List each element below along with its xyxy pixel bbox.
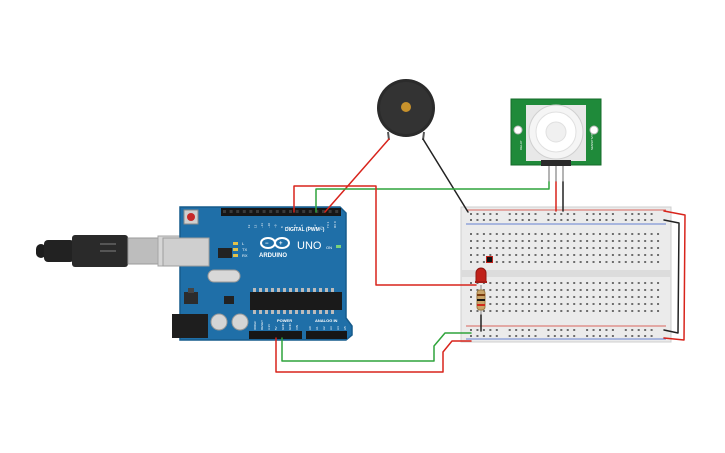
microcontroller-chip bbox=[250, 292, 342, 310]
breadboard bbox=[460, 206, 672, 343]
pin-label: ~6 bbox=[293, 224, 297, 228]
label-digital-pwm: DIGITAL (PWM~) bbox=[285, 227, 325, 233]
pir-sensitivity-label: SENSITIVITY bbox=[590, 132, 594, 150]
label-tx: TX bbox=[242, 247, 247, 252]
wire-rail-black-bridge[interactable] bbox=[663, 219, 680, 334]
wire-buzzer-ground[interactable] bbox=[422, 138, 469, 213]
pir-motion-sensor[interactable]: DELAY SENSITIVITY bbox=[510, 98, 602, 182]
pin-label: 2 bbox=[320, 226, 324, 228]
pin-label: 12 bbox=[254, 224, 258, 228]
buzzer-hole-icon bbox=[401, 102, 411, 112]
pin-label: 13 bbox=[247, 224, 251, 228]
usb-jack bbox=[162, 237, 210, 267]
piezo-buzzer[interactable] bbox=[377, 79, 435, 141]
voltage-regulator bbox=[184, 292, 198, 304]
crystal-oscillator bbox=[207, 269, 241, 283]
wire-buzzer-signal[interactable] bbox=[324, 138, 390, 213]
capacitor bbox=[231, 313, 249, 331]
pin-label: TX 1 bbox=[326, 221, 330, 228]
svg-text:+: + bbox=[279, 241, 283, 247]
pin-label: 7 bbox=[287, 226, 291, 228]
on-led bbox=[336, 245, 341, 248]
l-led bbox=[233, 242, 238, 245]
wire-arduino-gnd[interactable] bbox=[281, 332, 472, 362]
pin-label: A5 bbox=[343, 326, 347, 330]
label-rx: RX bbox=[242, 253, 248, 258]
pin-label: ~9 bbox=[273, 224, 277, 228]
pin-label: 8 bbox=[280, 226, 284, 228]
pin-label: A1 bbox=[315, 326, 319, 330]
pin-label: A2 bbox=[322, 326, 326, 330]
tx-led bbox=[233, 248, 238, 251]
pin-label: 4 bbox=[306, 226, 310, 228]
pin-label: GND bbox=[281, 323, 285, 331]
wire-arduino-5v[interactable] bbox=[275, 337, 472, 373]
digital-pin-header bbox=[221, 208, 341, 216]
pin-label: RX 0 bbox=[333, 221, 337, 228]
pin-label: 5V bbox=[274, 326, 278, 330]
capacitor bbox=[210, 313, 228, 331]
label-analog-in: ANALOG IN bbox=[315, 318, 338, 323]
label-power: POWER bbox=[277, 318, 292, 323]
resistor[interactable] bbox=[476, 285, 486, 315]
dc-power-jack bbox=[172, 314, 208, 338]
label-on: ON bbox=[326, 245, 332, 250]
label-l: L bbox=[242, 241, 245, 246]
pir-delay-label: DELAY bbox=[519, 140, 523, 150]
pin-label: RESET bbox=[260, 320, 264, 330]
arduino-uno-board: L TX RX ON DIGITAL (PWM~) ARDUINO UNO PO… bbox=[162, 206, 353, 341]
usb-cable bbox=[36, 235, 185, 267]
pin-label: VIN bbox=[295, 325, 299, 330]
pin-label: 3.3V bbox=[267, 324, 271, 330]
arduino-model-text: UNO bbox=[297, 240, 322, 252]
pin-label: ~11 bbox=[260, 223, 264, 228]
wire-rail-red-bridge[interactable] bbox=[663, 210, 686, 341]
pin-label: A0 bbox=[308, 326, 312, 330]
pin-label: ~3 bbox=[313, 224, 317, 228]
arduino-infinity-logo-icon bbox=[260, 237, 290, 249]
power-pin-header bbox=[249, 331, 302, 339]
svg-text:−: − bbox=[265, 241, 269, 247]
pin-label: A3 bbox=[329, 326, 333, 330]
reset-button[interactable] bbox=[187, 213, 195, 221]
wire-led-signal[interactable] bbox=[293, 185, 477, 286]
rx-led bbox=[233, 254, 238, 257]
analog-pin-header bbox=[306, 331, 347, 339]
pin-label: IOREF bbox=[253, 321, 257, 330]
wire-pir-signal[interactable] bbox=[315, 181, 550, 213]
pin-label: GND bbox=[288, 323, 292, 331]
led[interactable] bbox=[475, 267, 487, 283]
arduino-logo-text: ARDUINO bbox=[259, 253, 287, 259]
pin-label: ~5 bbox=[300, 224, 304, 228]
pin-label: ~10 bbox=[267, 223, 271, 228]
pin-label: A4 bbox=[336, 326, 340, 330]
